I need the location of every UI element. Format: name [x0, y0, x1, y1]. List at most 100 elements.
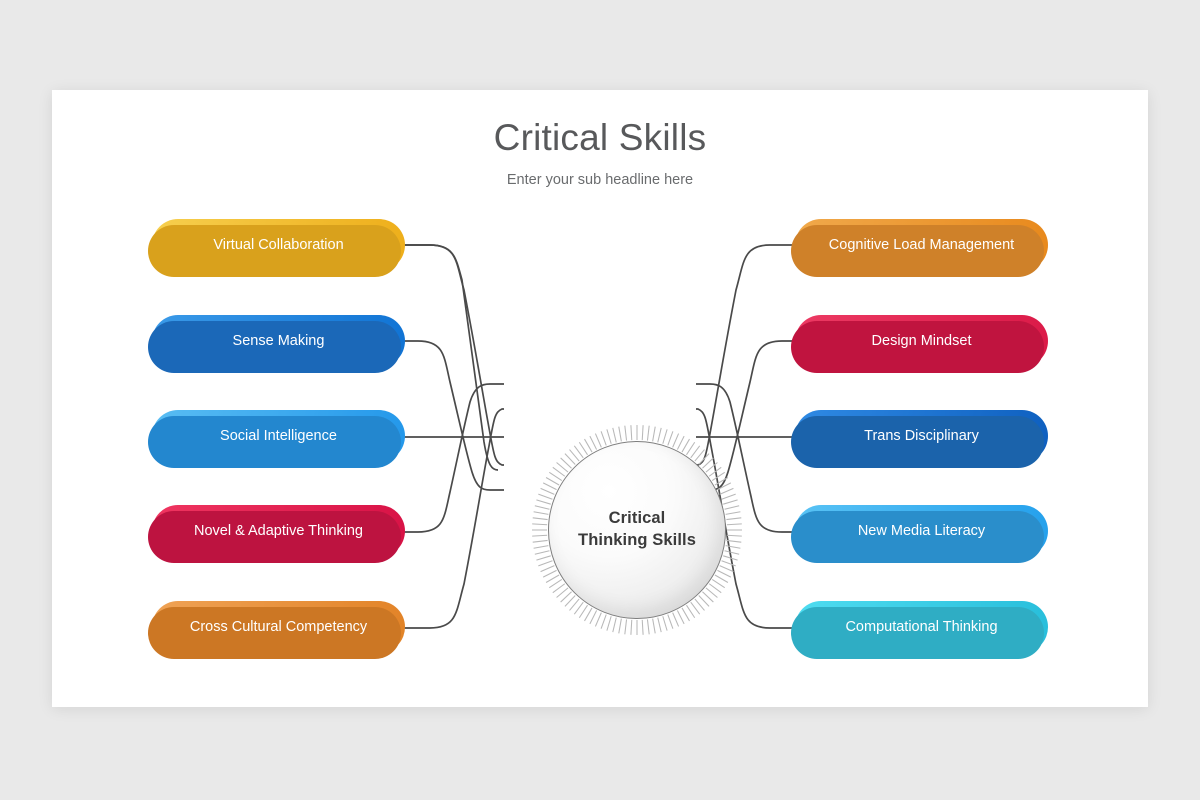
hub-tick	[721, 560, 736, 567]
hub-tick	[569, 449, 580, 462]
hub-tick	[589, 435, 598, 450]
hub-tick	[548, 579, 563, 589]
hub-tick	[646, 425, 650, 441]
hub-tick	[652, 426, 656, 442]
skill-pill-label: New Media Literacy	[857, 522, 986, 539]
hub-tick	[542, 482, 557, 491]
hub-tick	[573, 445, 584, 459]
hub-tick	[726, 539, 742, 543]
skill-pill-label: Social Intelligence	[220, 427, 337, 444]
hub-tick	[536, 499, 551, 505]
page-title: Critical Skills	[493, 117, 707, 158]
hub-tick	[686, 604, 696, 619]
hub-tick	[711, 471, 726, 481]
hub-tick	[564, 453, 576, 465]
hub-tick	[552, 466, 566, 477]
hub-tick	[538, 560, 553, 567]
hub-tick	[624, 425, 628, 441]
hub-tick	[612, 617, 617, 633]
skill-pill-design-mindset[interactable]: Design Mindset	[791, 315, 1048, 373]
hub-tick	[726, 534, 742, 537]
hub-tick	[662, 429, 668, 444]
hub-tick	[719, 565, 734, 573]
hub-tick	[584, 607, 593, 622]
hub-tick	[545, 477, 560, 486]
hub-tick	[560, 457, 572, 469]
hub-tick	[714, 574, 729, 583]
hub-tick	[657, 427, 662, 443]
hub-tick	[641, 619, 644, 635]
skill-pill-sense-making[interactable]: Sense Making	[148, 315, 405, 373]
hub-tick	[708, 583, 722, 594]
hub-tick	[708, 466, 722, 477]
hub-tick	[667, 614, 674, 629]
hub-tick	[694, 598, 705, 611]
center-hub: Critical Thinking Skills	[548, 441, 726, 619]
hub-tick	[676, 610, 685, 625]
hub-tick	[542, 569, 557, 578]
hub-tick	[667, 431, 674, 446]
hub-tick	[540, 487, 555, 495]
hub-tick	[569, 598, 580, 611]
hub-tick	[540, 565, 555, 573]
hub-tick	[573, 601, 584, 615]
skill-pill-trans-disciplinary[interactable]: Trans Disciplinary	[791, 410, 1048, 468]
hub-tick	[676, 435, 685, 450]
hub-tick	[698, 595, 710, 607]
hub-tick	[594, 433, 602, 448]
hub-tick	[723, 555, 738, 561]
skill-pill-novel-adaptive-thinking[interactable]: Novel & Adaptive Thinking	[148, 505, 405, 563]
hub-tick	[618, 618, 622, 634]
hub-tick	[606, 616, 612, 631]
hub-tick	[719, 487, 734, 495]
skill-pill-cognitive-load-management[interactable]: Cognitive Load Management	[791, 219, 1048, 277]
hub-tick	[594, 612, 602, 627]
hub-tick	[630, 425, 633, 441]
hub-tick	[534, 550, 550, 555]
hub-tick	[548, 471, 563, 481]
hub-tick	[725, 545, 741, 549]
hub-tick	[552, 583, 566, 594]
skill-pill-label: Computational Thinking	[845, 618, 998, 635]
slide-card: Critical Skills Enter your sub headline …	[52, 90, 1148, 707]
hub-tick	[600, 614, 607, 629]
skill-pill-social-intelligence[interactable]: Social Intelligence	[148, 410, 405, 468]
page-subtitle: Enter your sub headline here	[506, 172, 694, 188]
hub-tick	[702, 591, 714, 603]
skill-pill-label: Design Mindset	[871, 332, 972, 349]
center-hub-label-line1: Critical	[608, 509, 666, 528]
hub-tick	[533, 545, 549, 549]
hub-tick	[600, 431, 607, 446]
hub-tick	[534, 505, 550, 510]
hub-tick	[624, 619, 628, 635]
skill-pill-label: Cognitive Load Management	[828, 236, 1015, 253]
hub-tick	[698, 453, 710, 465]
hub-tick	[532, 523, 548, 526]
skill-pill-label: Sense Making	[232, 332, 325, 349]
hub-tick	[672, 612, 680, 627]
skill-pill-new-media-literacy[interactable]: New Media Literacy	[791, 505, 1048, 563]
hub-tick	[702, 457, 714, 469]
hub-tick	[657, 617, 662, 633]
skill-pill-computational-thinking[interactable]: Computational Thinking	[791, 601, 1048, 659]
hub-tick	[705, 587, 718, 598]
hub-tick	[721, 493, 736, 500]
skill-pill-label: Virtual Collaboration	[213, 236, 344, 253]
skill-pill-cross-cultural-competency[interactable]: Cross Cultural Competency	[148, 601, 405, 659]
hub-tick	[726, 523, 742, 526]
hub-tick	[641, 425, 644, 441]
hub-tick	[652, 618, 656, 634]
hub-tick	[724, 550, 740, 555]
hub-tick	[717, 482, 732, 491]
hub-tick	[681, 607, 690, 622]
skill-pill-virtual-collaboration[interactable]: Virtual Collaboration	[148, 219, 405, 277]
hub-tick	[545, 574, 560, 583]
hub-tick	[538, 493, 553, 500]
hub-tick	[717, 569, 732, 578]
hub-tick	[690, 445, 701, 459]
hub-tick	[726, 517, 742, 521]
hub-tick	[606, 429, 612, 444]
hub-tick	[556, 462, 569, 473]
hub-tick	[662, 616, 668, 631]
hub-tick	[725, 511, 741, 515]
